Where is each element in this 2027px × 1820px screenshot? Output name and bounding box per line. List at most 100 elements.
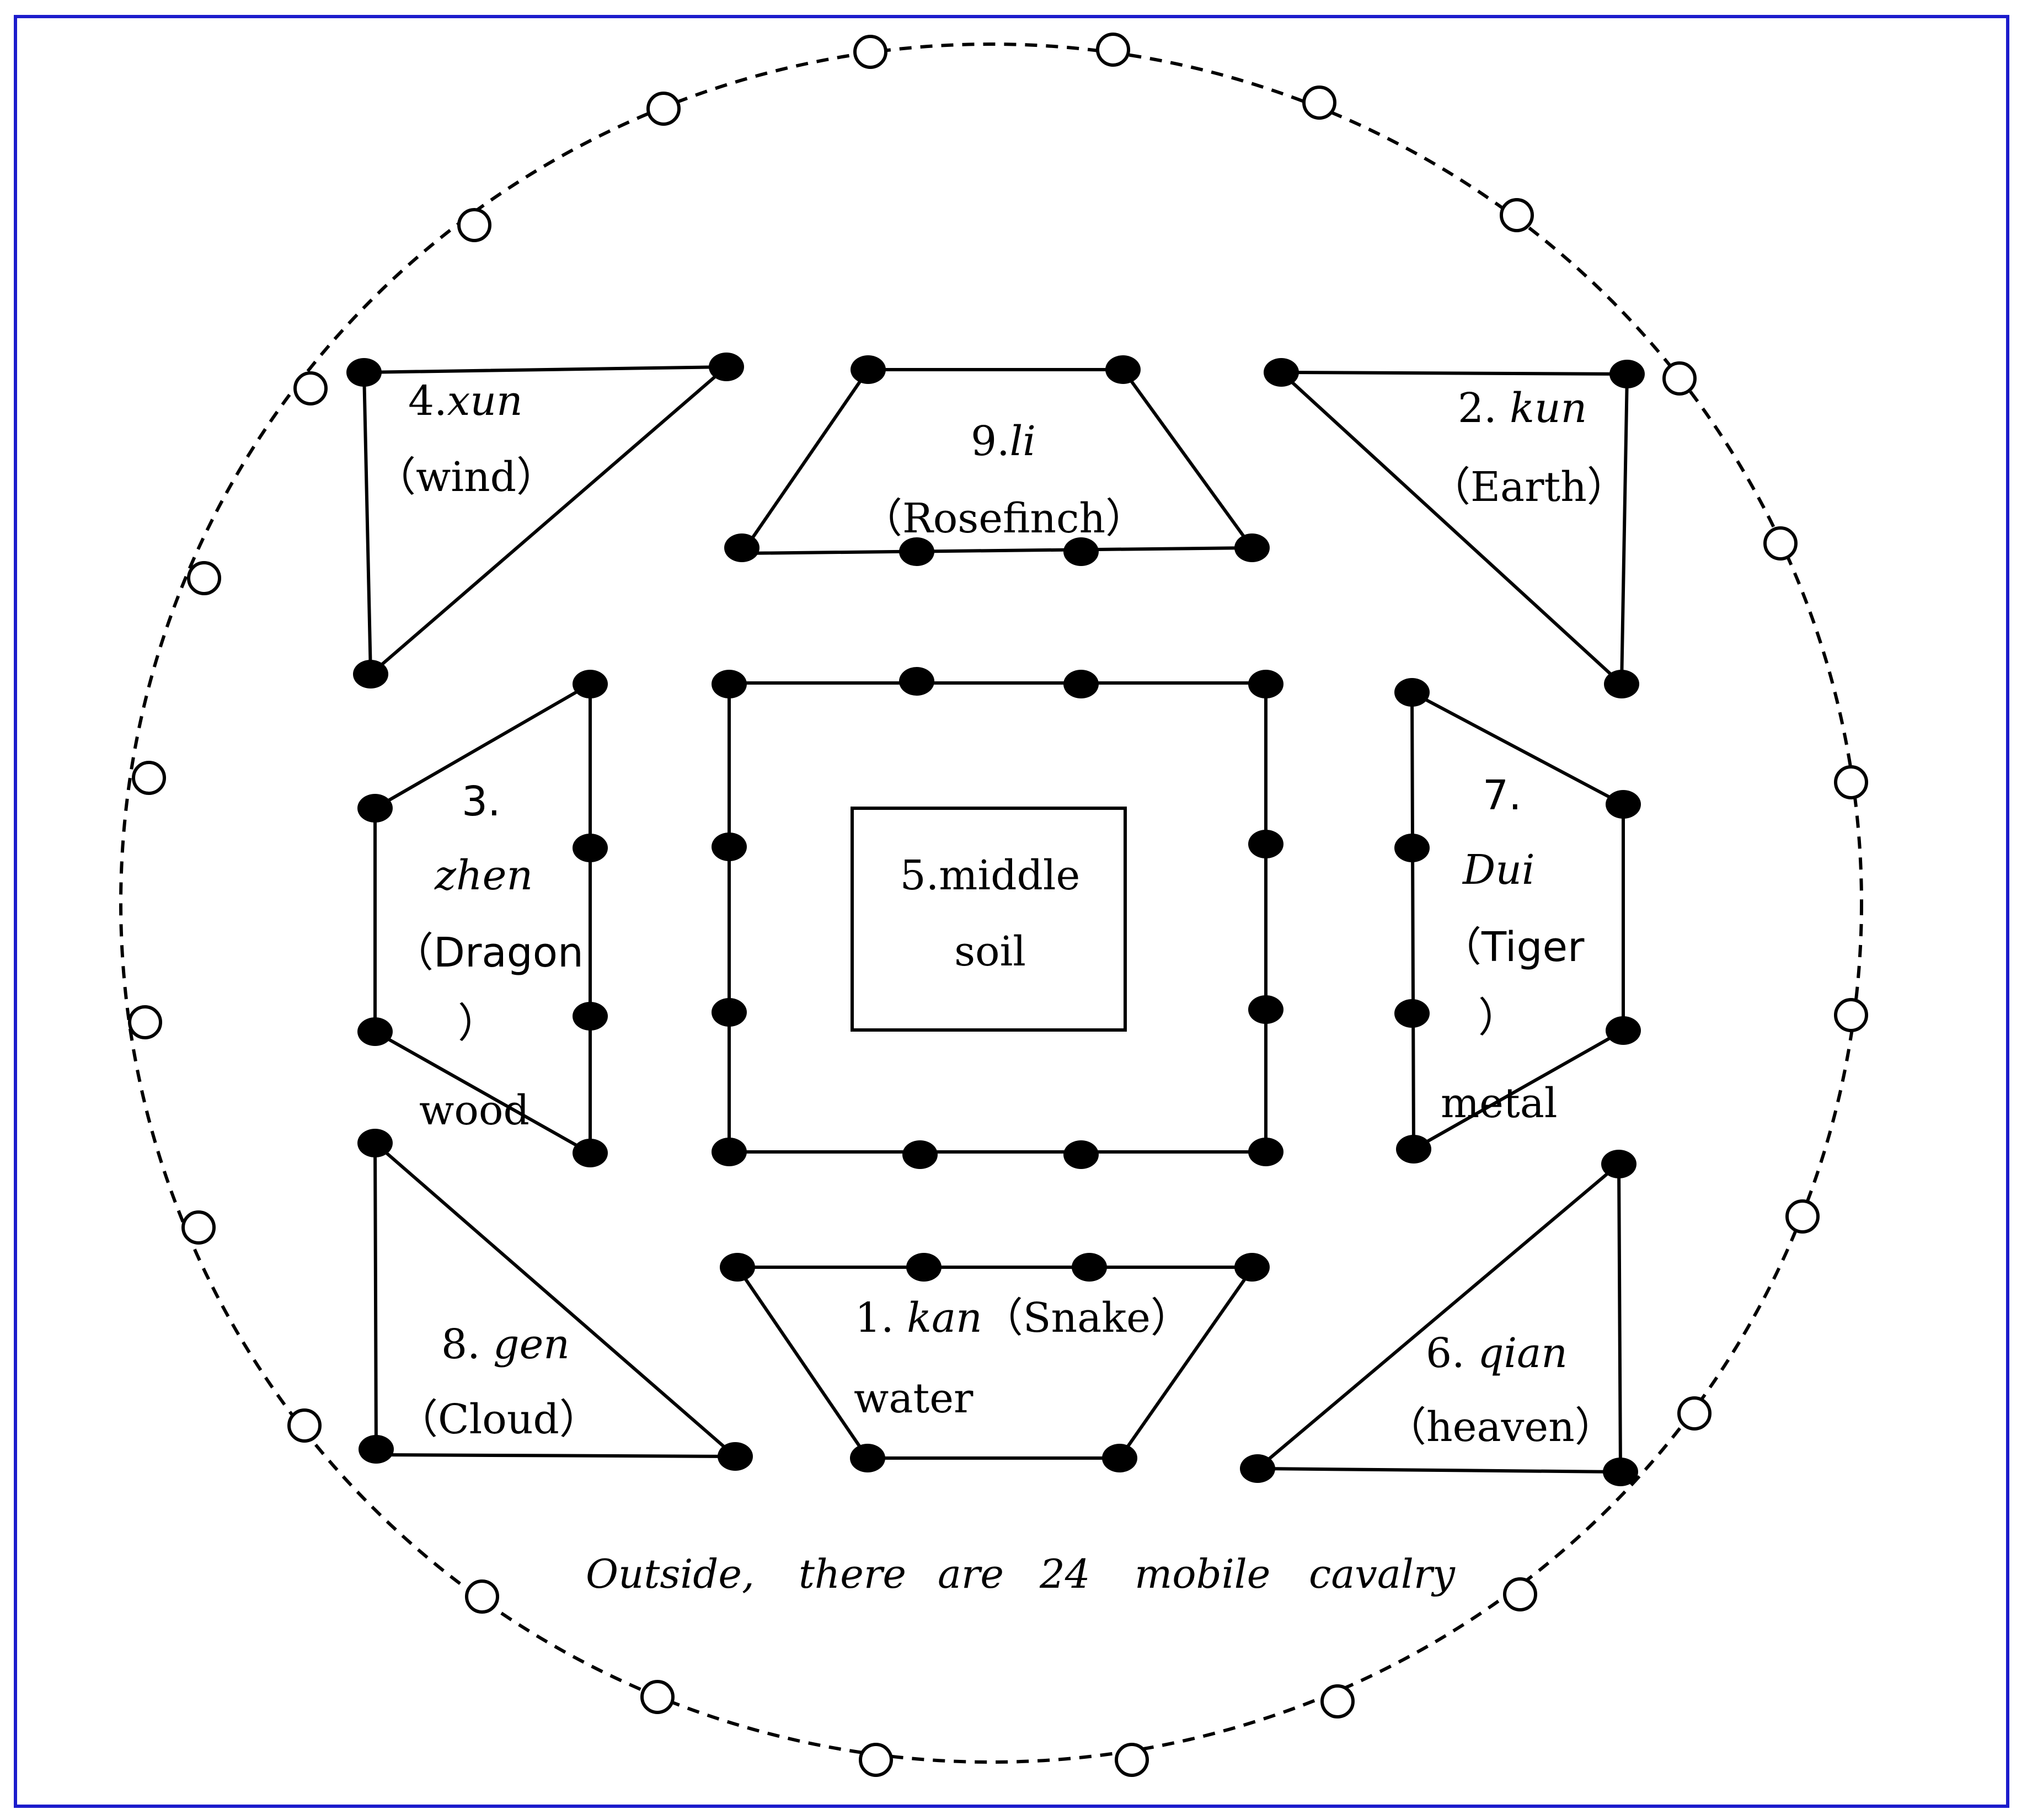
cavalry-marker bbox=[1503, 1577, 1537, 1611]
troop-marker bbox=[1603, 1458, 1638, 1486]
cavalry-marker bbox=[187, 561, 221, 595]
troop-marker bbox=[851, 355, 886, 384]
troop-marker bbox=[718, 1442, 753, 1471]
troop-marker bbox=[720, 1253, 755, 1282]
troop-marker bbox=[712, 670, 747, 698]
cavalry-marker bbox=[1115, 1743, 1149, 1777]
label-gen-number: 8. bbox=[441, 1321, 493, 1368]
troop-marker bbox=[1601, 1150, 1636, 1178]
troop-marker bbox=[1606, 790, 1641, 819]
label-li-meaning: （Rosefinch） bbox=[862, 495, 1146, 542]
troop-marker bbox=[1063, 537, 1099, 566]
troop-marker bbox=[724, 533, 760, 562]
cavalry-marker bbox=[181, 1210, 216, 1245]
label-qian-number: 6. bbox=[1426, 1330, 1478, 1377]
troop-marker bbox=[902, 1140, 938, 1169]
cavalry-marker bbox=[859, 1743, 893, 1777]
label-kan-element: water bbox=[854, 1375, 974, 1422]
troop-marker bbox=[712, 832, 747, 861]
label-qian: 6. qian bbox=[1426, 1330, 1568, 1377]
troop-marker bbox=[1248, 830, 1283, 858]
troop-marker bbox=[1604, 670, 1639, 698]
label-dui-number: 7. bbox=[1483, 772, 1522, 819]
gen-outline bbox=[373, 1141, 737, 1458]
troop-marker bbox=[359, 1435, 394, 1464]
cavalry-marker bbox=[465, 1579, 499, 1614]
cavalry-marker bbox=[457, 208, 491, 242]
label-zhen-meaning: （Dragon bbox=[393, 929, 584, 976]
troop-marker bbox=[1248, 1138, 1283, 1166]
label-xun-meaning: （wind） bbox=[375, 453, 557, 501]
label-dui-name: Dui bbox=[1462, 846, 1535, 894]
label-middle-line2: soil bbox=[954, 928, 1026, 975]
troop-marker bbox=[573, 1002, 608, 1031]
troop-marker bbox=[1234, 1253, 1270, 1282]
troop-marker bbox=[1394, 834, 1430, 862]
cavalry-marker bbox=[1677, 1396, 1712, 1431]
label-middle-line1: 5.middle bbox=[900, 852, 1081, 899]
caption-word: there bbox=[799, 1551, 906, 1597]
troop-marker bbox=[353, 660, 388, 688]
label-li: 9.li bbox=[971, 418, 1036, 465]
troop-marker bbox=[906, 1253, 942, 1282]
troop-marker bbox=[1072, 1253, 1107, 1282]
label-qian-name: qian bbox=[1478, 1330, 1568, 1377]
label-xun: 4.xun bbox=[408, 377, 523, 425]
troop-marker bbox=[1394, 678, 1430, 707]
label-gen-meaning: （Cloud） bbox=[397, 1396, 600, 1443]
troop-marker bbox=[1063, 1140, 1099, 1169]
cavalry-marker bbox=[646, 92, 681, 126]
label-gen-name: gen bbox=[493, 1321, 570, 1368]
formation-labels: 4.xun （wind） 9.li （Rosefinch） 2. kun （Ea… bbox=[375, 377, 1628, 1451]
label-li-name: li bbox=[1010, 418, 1036, 465]
troop-marker bbox=[1105, 355, 1141, 384]
troop-marker bbox=[899, 537, 934, 566]
cavalry-marker bbox=[132, 761, 166, 795]
label-dui-meaning-close: ） bbox=[1478, 994, 1519, 1042]
label-dui-meaning: （Tiger bbox=[1441, 924, 1585, 971]
troop-marker bbox=[357, 1129, 393, 1157]
label-kun: 2. kun bbox=[1458, 385, 1587, 432]
troop-marker bbox=[1240, 1454, 1275, 1483]
troop-marker bbox=[573, 1139, 608, 1167]
label-kan-meaning: （Snake） bbox=[982, 1294, 1191, 1342]
formation-outlines bbox=[362, 365, 1629, 1474]
label-kun-meaning: （Earth） bbox=[1430, 463, 1628, 511]
kun-outline bbox=[1280, 371, 1629, 686]
outer-ring bbox=[119, 42, 1863, 1764]
troop-marker bbox=[1102, 1444, 1137, 1472]
label-xun-number: 4. bbox=[408, 377, 447, 425]
label-kan: 1. kan（Snake） bbox=[855, 1294, 1191, 1342]
cavalry-marker bbox=[1320, 1684, 1355, 1718]
cavalry-marker bbox=[1785, 1199, 1820, 1234]
troop-marker bbox=[1606, 1016, 1641, 1045]
diagram-frame bbox=[14, 15, 2009, 1808]
label-kun-number: 2. bbox=[1458, 385, 1510, 432]
middle-box bbox=[851, 807, 1127, 1032]
troop-marker bbox=[712, 998, 747, 1027]
label-zhen-name: zhen bbox=[434, 852, 533, 899]
troop-marker bbox=[712, 1138, 747, 1166]
caption-word: cavalry bbox=[1309, 1551, 1456, 1597]
label-kun-name: kun bbox=[1510, 385, 1587, 432]
troop-marker bbox=[1234, 533, 1270, 562]
label-qian-meaning: （heaven） bbox=[1386, 1403, 1616, 1451]
cavalry-marker bbox=[1834, 765, 1868, 799]
troop-marker bbox=[709, 353, 744, 381]
cavalry-markers bbox=[128, 33, 1868, 1777]
label-li-number: 9. bbox=[971, 418, 1010, 465]
cavalry-marker bbox=[1302, 86, 1336, 120]
qian-outline bbox=[1256, 1162, 1622, 1474]
cavalry-marker bbox=[128, 1005, 162, 1039]
cavalry-marker bbox=[1662, 361, 1697, 396]
troop-markers bbox=[346, 353, 1645, 1486]
cavalry-marker bbox=[1500, 198, 1534, 232]
troop-marker bbox=[573, 670, 608, 698]
caption-word: are bbox=[938, 1551, 1004, 1597]
label-gen: 8. gen bbox=[441, 1321, 570, 1368]
cavalry-marker bbox=[293, 371, 328, 405]
cavalry-marker bbox=[1834, 998, 1868, 1032]
cavalry-marker bbox=[1763, 526, 1798, 561]
cavalry-marker bbox=[853, 35, 887, 69]
